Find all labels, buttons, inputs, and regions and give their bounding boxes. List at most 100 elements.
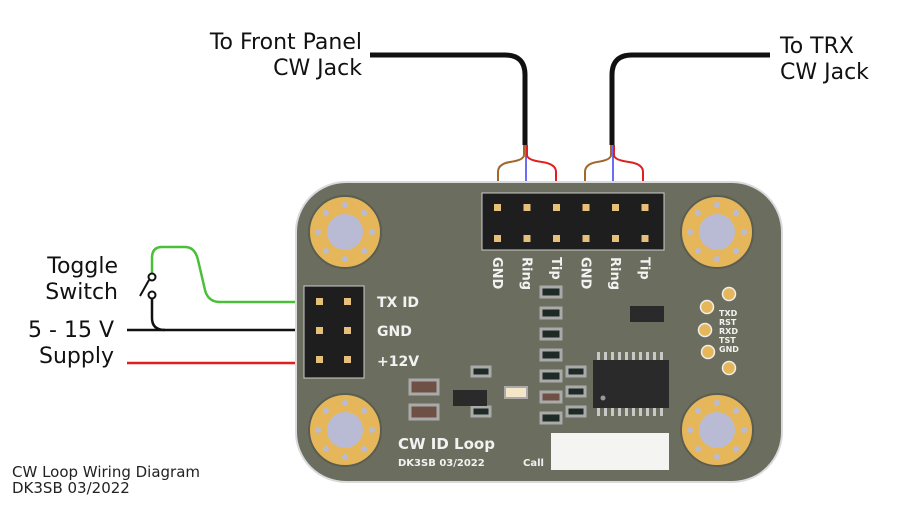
front-panel-label: To Front Panel CW Jack (210, 30, 362, 82)
ic-leg (611, 352, 614, 360)
ic-leg (625, 408, 628, 416)
via-dot (322, 446, 329, 453)
via-dot (369, 427, 375, 433)
smd-component (539, 411, 563, 425)
header-pin (582, 204, 590, 211)
footer-author: DK3SB 03/2022 (12, 479, 130, 497)
smd-component (539, 285, 563, 299)
via-dot (714, 256, 720, 262)
header-pin (612, 235, 619, 242)
via-dot (714, 202, 720, 208)
jack-pin-label: Tip (548, 257, 563, 280)
via-dot (687, 229, 693, 235)
ic-leg (646, 352, 649, 360)
header-pin (344, 327, 351, 334)
capacitor-1 (408, 378, 440, 396)
pin-label-12v: +12V (377, 354, 419, 370)
via-dot (687, 427, 693, 433)
via-dot (361, 407, 368, 414)
header-pin (553, 204, 560, 211)
ic-leg (660, 352, 663, 360)
toggle-label-line2: Switch (45, 280, 118, 305)
regulator-chip (453, 390, 487, 406)
smd-component (470, 405, 492, 418)
via-dot (322, 248, 329, 255)
prog-pin-label: TXD (719, 309, 738, 318)
header-pin (344, 298, 351, 305)
via-dot (714, 400, 720, 406)
header-pin (316, 356, 323, 363)
prog-pad (697, 322, 713, 338)
footer-title: CW Loop Wiring Diagram (12, 463, 201, 481)
trx-label-line2: CW Jack (780, 60, 869, 85)
ic-leg (625, 352, 628, 360)
header-pin (316, 298, 323, 305)
ic-leg (618, 352, 621, 360)
board-subtitle: DK3SB 03/2022 (398, 458, 485, 469)
front-panel-label-line1: To Front Panel (209, 30, 362, 55)
front-panel-cable (370, 52, 528, 145)
smd-component (565, 405, 587, 418)
ic-chip (593, 360, 669, 408)
ic-leg (653, 408, 656, 416)
pin-label-gnd: GND (377, 324, 412, 340)
via-dot (369, 229, 375, 235)
trx-label: To TRX CW Jack (780, 34, 869, 86)
header-pin (316, 327, 323, 334)
header-pin (553, 235, 560, 242)
switch-lead (150, 297, 166, 332)
prog-pin-label: RXD (719, 327, 738, 336)
ic-leg (618, 408, 621, 416)
pcb-board (295, 181, 783, 483)
prog-pad (699, 299, 715, 315)
supply-label-line2: Supply (39, 344, 114, 369)
trx-cable (609, 52, 770, 145)
via-dot (741, 427, 747, 433)
via-dot (714, 454, 720, 460)
via-dot (315, 427, 321, 433)
led (504, 386, 528, 399)
via-dot (733, 407, 740, 414)
jack-pin-label: Ring (519, 257, 534, 290)
via-dot (733, 248, 740, 255)
via-dot (694, 209, 701, 216)
ic-leg (639, 408, 642, 416)
wire-red-1 (526, 145, 557, 182)
transistor-sot23 (630, 306, 664, 322)
via-dot (361, 248, 368, 255)
via-dot (694, 248, 701, 255)
ic-leg (653, 352, 656, 360)
prog-pad (721, 360, 737, 376)
jack-pin-label: GND (489, 257, 504, 290)
smd-component (470, 365, 492, 378)
header-pin (582, 235, 590, 242)
switch-contact-bottom (147, 290, 157, 300)
via-dot (361, 209, 368, 216)
supply-label-line1: 5 - 15 V (28, 318, 114, 343)
wire-green (150, 245, 295, 304)
switch-lever (139, 279, 150, 297)
footer: CW Loop Wiring Diagram DK3SB 03/2022 (12, 464, 200, 496)
via-dot (733, 446, 740, 453)
ic-leg (660, 408, 663, 416)
smd-component (539, 327, 563, 341)
jack-pin-label: GND (578, 257, 593, 290)
via-dot (315, 229, 321, 235)
power-header (303, 285, 365, 379)
call-sign-field[interactable] (551, 433, 669, 470)
ic-leg (611, 408, 614, 416)
prog-pad (700, 344, 716, 360)
header-pin (494, 204, 501, 211)
smd-component (539, 390, 563, 404)
via-dot (342, 400, 348, 406)
ic-leg (632, 352, 635, 360)
smd-component (539, 348, 563, 362)
via-dot (322, 209, 329, 216)
smd-component (565, 365, 587, 378)
via-dot (694, 446, 701, 453)
header-pin (612, 204, 619, 211)
via-dot (733, 209, 740, 216)
header-pin (641, 235, 649, 242)
ic-leg (597, 408, 600, 416)
